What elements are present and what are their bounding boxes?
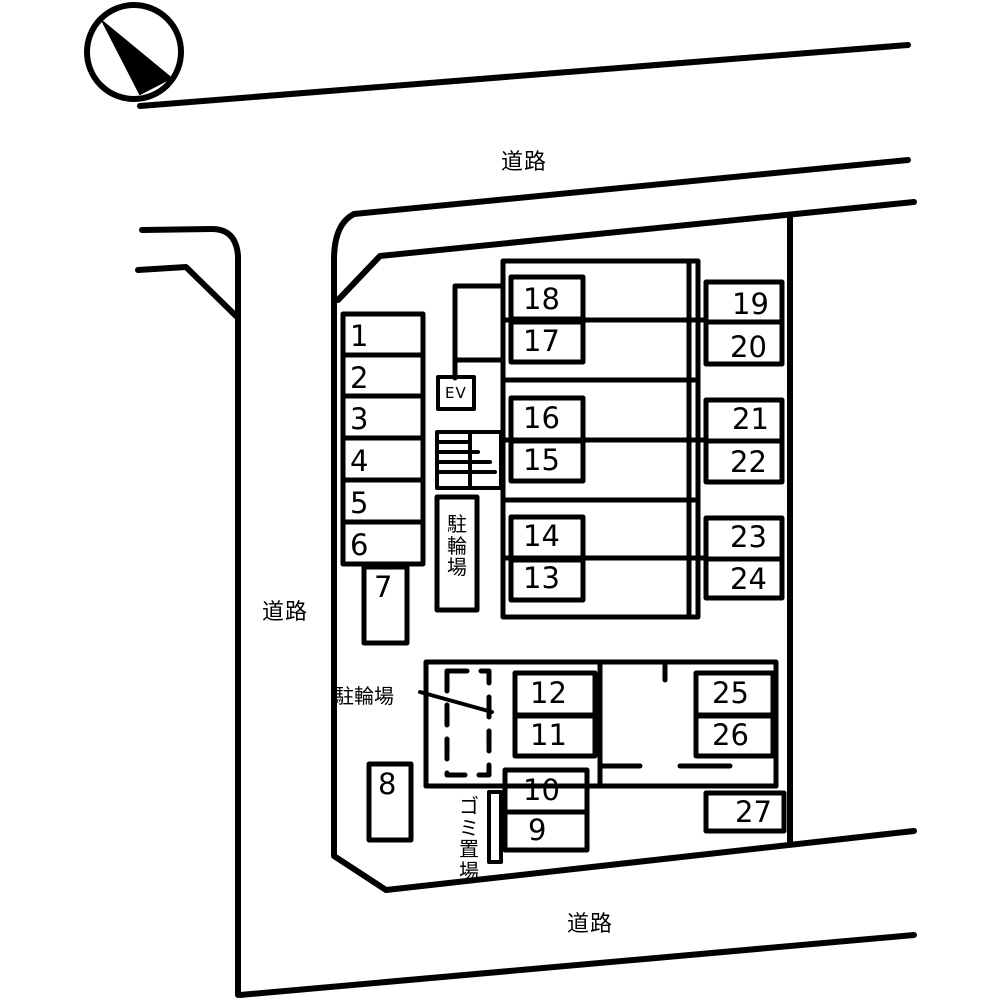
parking-spot-5: 5 [350, 486, 369, 520]
building-lower [423, 659, 787, 853]
parking-spot-22: 22 [730, 445, 767, 479]
north-compass-icon [84, 2, 184, 102]
bicycle-parking-inner-label: 駐輪場 [447, 512, 467, 580]
parking-spot-13: 13 [523, 561, 560, 595]
parking-spot-15: 15 [523, 443, 560, 477]
parking-spot-24: 24 [730, 562, 767, 596]
parking-spot-12: 12 [530, 676, 567, 710]
parking-spot-26: 26 [712, 718, 749, 752]
parking-column-right [703, 279, 785, 601]
road-edge-bottom-upper [383, 828, 917, 893]
site-boundary [331, 211, 389, 893]
road-label-bottom: 道路 [567, 912, 614, 937]
bicycle-parking-pointer [418, 690, 494, 714]
parking-spot-27: 27 [735, 795, 772, 829]
parking-spot-11: 11 [530, 718, 567, 752]
road-edge-top-lower [351, 157, 911, 217]
parking-spot-7: 7 [374, 570, 393, 604]
parking-spot-17: 17 [523, 324, 560, 358]
parking-spot-4: 4 [350, 444, 369, 478]
parking-spot-3: 3 [350, 402, 369, 436]
parking-spot-18: 18 [523, 282, 560, 316]
parking-spot-19: 19 [732, 287, 769, 321]
parking-spot-9: 9 [528, 813, 547, 847]
elevator-label: EV [445, 384, 467, 402]
road-edge-top-upper [137, 42, 911, 109]
building-main [452, 258, 709, 620]
road-label-left: 道路 [262, 600, 309, 625]
garbage-area-box [487, 790, 503, 864]
parking-spot-1: 1 [350, 319, 369, 353]
elevator-box [436, 375, 476, 411]
parking-spot-2: 2 [350, 361, 369, 395]
driveway-line [335, 199, 917, 303]
road-edge-left-inner [135, 264, 239, 319]
bicycle-parking-inner-box [434, 494, 480, 613]
parking-spot-23: 23 [730, 520, 767, 554]
parking-spot-20: 20 [730, 330, 767, 364]
parking-spot-21: 21 [732, 402, 769, 436]
parking-spot-25: 25 [712, 676, 749, 710]
bicycle-parking-outer-label: 駐輪場 [334, 684, 394, 708]
bicycle-parking-outer-area [444, 668, 492, 778]
parking-spot-8: 8 [378, 767, 397, 801]
parking-spot-14: 14 [523, 519, 560, 553]
road-label-top: 道路 [501, 150, 548, 175]
parking-spot-10: 10 [523, 773, 560, 807]
road-edge-left-outer [139, 226, 241, 998]
garbage-area-label: ゴミ置場 [459, 794, 479, 883]
road-edge-bottom-lower [237, 932, 917, 998]
parking-spot-16: 16 [523, 401, 560, 435]
parking-spot-6: 6 [350, 528, 369, 562]
stairs [435, 430, 503, 490]
parking-column-left [340, 311, 426, 843]
